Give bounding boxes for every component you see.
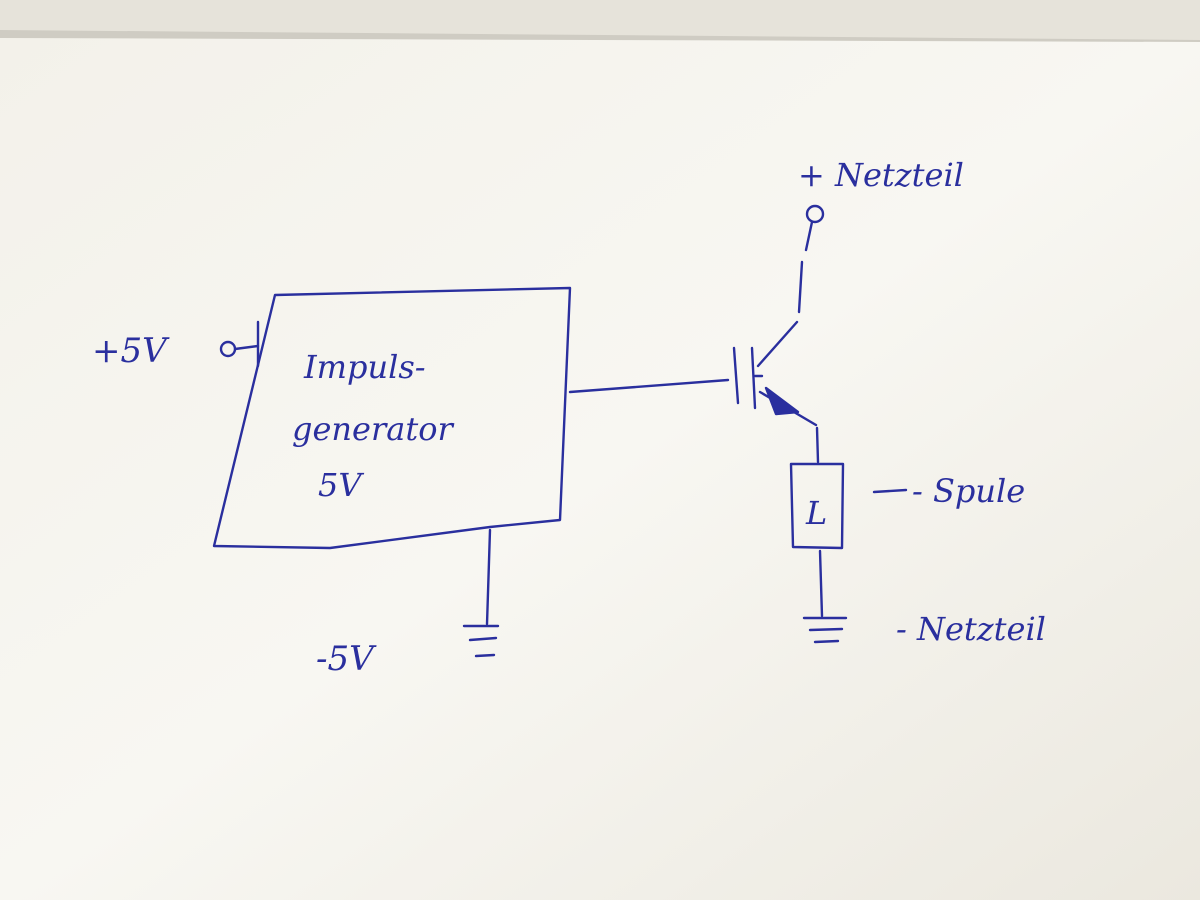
coil-symbol-label: L <box>805 494 827 532</box>
plus-5v-label: +5V <box>92 331 170 371</box>
pulse-generator-box <box>212 286 572 550</box>
generator-label-line1: Impuls- <box>303 348 426 386</box>
minus-5v-label: -5V <box>316 639 377 679</box>
paper-sheet <box>0 38 1200 900</box>
supply-plus-wire-top <box>804 220 814 252</box>
generator-ground-symbol <box>462 624 500 658</box>
coil-label-dash <box>872 488 908 494</box>
capacitor-plate-left <box>732 346 740 405</box>
capacitor-plate-right <box>750 346 757 410</box>
supply-minus-label: - Netzteil <box>896 610 1046 648</box>
plus-5v-wire <box>233 344 260 351</box>
output-wire <box>568 378 730 394</box>
coil-name-label: - Spule <box>912 472 1025 510</box>
generator-label-line2: generator <box>292 410 454 448</box>
coil-wire-bottom <box>818 549 824 618</box>
transistor-emitter-arrow <box>764 386 800 416</box>
transistor-collector-lead <box>756 320 799 368</box>
coil-wire-top <box>815 426 820 464</box>
supply-plus-terminal <box>805 204 825 224</box>
generator-label-line3: 5V <box>318 466 364 504</box>
supply-plus-label: + Netzteil <box>798 156 964 194</box>
supply-plus-wire-mid <box>797 260 804 314</box>
coil-box <box>789 462 845 550</box>
coil-ground-symbol <box>802 616 848 644</box>
generator-ground-wire <box>485 528 492 626</box>
back-paper-sheet <box>0 0 1200 40</box>
